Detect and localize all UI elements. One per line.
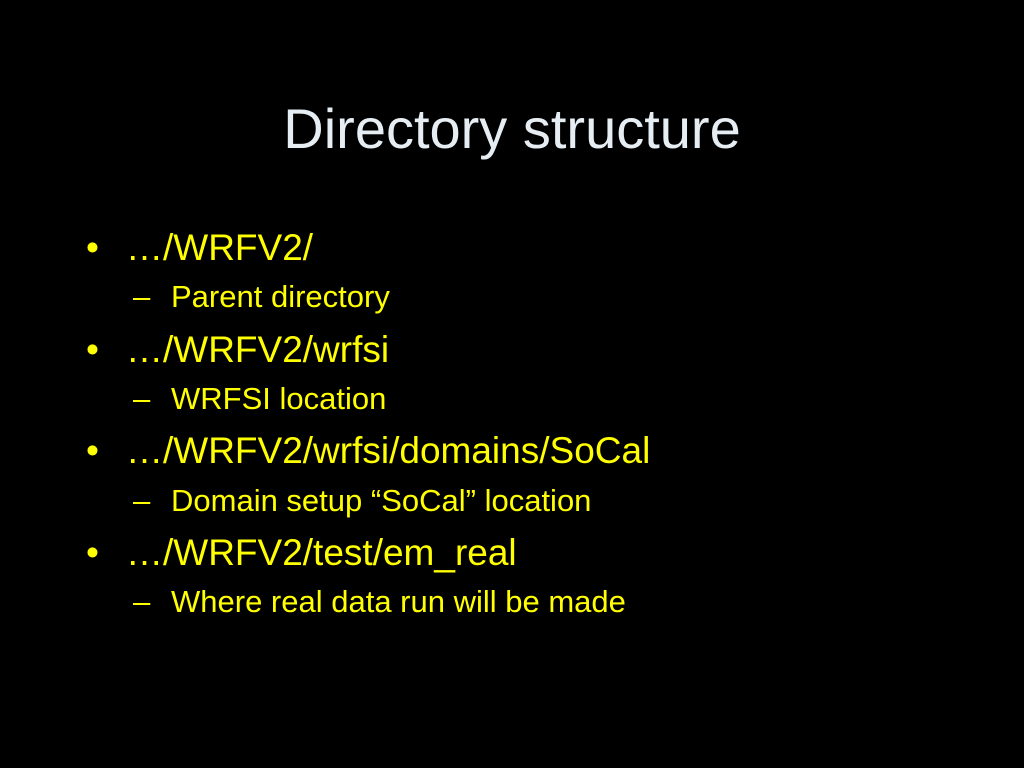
- bullet-text: …/WRFV2/wrfsi/domains/SoCal: [126, 430, 651, 472]
- dash-glyph: –: [133, 279, 151, 315]
- bullet-list: • …/WRFV2/ – Parent directory • …/WRFV2/…: [86, 226, 986, 632]
- bullet-row: • …/WRFV2/wrfsi/domains/SoCal: [86, 429, 986, 473]
- sub-bullet-row: – Domain setup “SoCal” location: [133, 482, 986, 519]
- bullet-glyph: •: [86, 328, 99, 370]
- dash-glyph: –: [133, 380, 151, 416]
- sub-bullet-row: – WRFSI location: [133, 380, 986, 417]
- bullet-row: • …/WRFV2/test/em_real: [86, 531, 986, 575]
- bullet-text: …/WRFV2/wrfsi: [126, 328, 390, 370]
- list-item: • …/WRFV2/wrfsi/domains/SoCal – Domain s…: [86, 429, 986, 519]
- bullet-row: • …/WRFV2/wrfsi: [86, 328, 986, 372]
- sub-bullet-text: Where real data run will be made: [171, 584, 626, 620]
- bullet-glyph: •: [86, 531, 99, 573]
- sub-bullet-text: WRFSI location: [171, 380, 387, 416]
- sub-bullet-text: Domain setup “SoCal” location: [171, 482, 592, 518]
- bullet-glyph: •: [86, 430, 99, 472]
- bullet-glyph: •: [86, 227, 99, 268]
- list-item: • …/WRFV2/wrfsi – WRFSI location: [86, 328, 986, 418]
- sub-bullet-row: – Where real data run will be made: [133, 583, 986, 620]
- slide-title: Directory structure: [283, 97, 741, 160]
- dash-glyph: –: [133, 584, 151, 620]
- bullet-row: • …/WRFV2/: [86, 226, 986, 270]
- bullet-text: …/WRFV2/test/em_real: [126, 531, 517, 573]
- dash-glyph: –: [133, 482, 151, 518]
- list-item: • …/WRFV2/test/em_real – Where real data…: [86, 531, 986, 621]
- bullet-text: …/WRFV2/: [126, 227, 314, 268]
- list-item: • …/WRFV2/ – Parent directory: [86, 226, 986, 316]
- sub-bullet-text: Parent directory: [171, 279, 390, 315]
- sub-bullet-row: – Parent directory: [133, 278, 986, 315]
